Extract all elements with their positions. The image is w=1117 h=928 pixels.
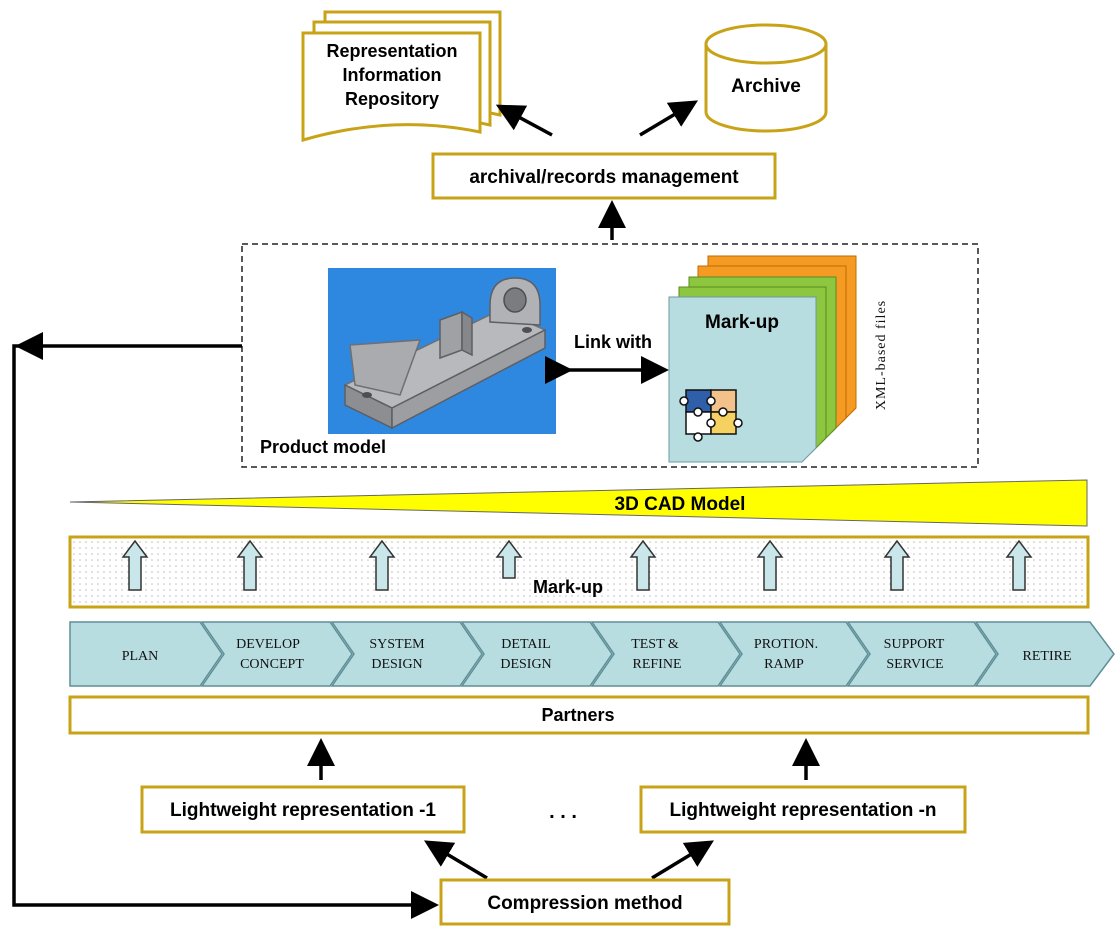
stage-protion-ramp: PROTION. RAMP bbox=[718, 621, 869, 687]
compression-method-box: Compression method bbox=[439, 878, 731, 926]
arrow-to-repository bbox=[495, 104, 553, 137]
up-arrow-icon bbox=[756, 539, 784, 591]
stage-retire: RETIRE bbox=[974, 621, 1115, 687]
arrow-to-archive bbox=[639, 100, 699, 137]
stage-label-line1: DEVELOP bbox=[236, 637, 300, 652]
stage-plan: PLAN bbox=[69, 621, 223, 687]
cad-model-wedge: 3D CAD Model bbox=[69, 479, 1088, 527]
stage-test-refine: TEST & REFINE bbox=[590, 621, 741, 687]
xml-files-label: XML-based files bbox=[874, 300, 889, 410]
feedback-loop bbox=[12, 332, 439, 919]
stage-label-line2: DESIGN bbox=[371, 657, 422, 672]
stage-detail-design: DETAIL DESIGN bbox=[460, 621, 613, 687]
product-model-image bbox=[328, 268, 556, 434]
lifecycle-stages: PLAN DEVELOP CONCEPT SYSTEM DESIGN DETAI… bbox=[69, 621, 1115, 687]
stage-label-line1: PLAN bbox=[122, 649, 159, 664]
up-arrow-icon bbox=[1005, 539, 1033, 591]
arrow-to-lwn bbox=[651, 840, 714, 880]
lightweight-last-label: Lightweight representation -n bbox=[669, 800, 936, 821]
archive-label: Archive bbox=[731, 76, 801, 97]
stage-label-line1: RETIRE bbox=[1023, 649, 1072, 664]
stage-label-line2: CONCEPT bbox=[240, 657, 304, 672]
stage-label-line1: SYSTEM bbox=[369, 637, 425, 652]
records-management-box: archival/records management bbox=[431, 152, 777, 200]
stage-label-line2: REFINE bbox=[633, 657, 682, 672]
up-arrow-icon bbox=[236, 539, 264, 591]
stage-label-line1: DETAIL bbox=[501, 637, 550, 652]
product-model-label: Product model bbox=[260, 437, 386, 457]
stage-label-line2: DESIGN bbox=[500, 657, 551, 672]
up-arrow-icon bbox=[368, 539, 396, 591]
lightweight-ellipsis: . . . bbox=[549, 801, 577, 823]
markup-document-stack: Mark-up bbox=[668, 255, 857, 463]
records-management-label: archival/records management bbox=[469, 167, 739, 188]
stage-label-line2: RAMP bbox=[764, 657, 804, 672]
repository-label-line1: Representation bbox=[326, 41, 457, 61]
archive-cylinder: Archive bbox=[704, 23, 828, 133]
compression-label: Compression method bbox=[487, 893, 682, 914]
lightweight-first-label: Lightweight representation -1 bbox=[170, 800, 436, 821]
cad-model-label: 3D CAD Model bbox=[615, 494, 746, 515]
partners-box: Partners bbox=[68, 695, 1090, 735]
partners-label: Partners bbox=[541, 705, 614, 725]
stage-system-design: SYSTEM DESIGN bbox=[330, 621, 483, 687]
representation-repository: Representation Information Repository bbox=[301, 10, 502, 143]
markup-doc-label: Mark-up bbox=[705, 312, 779, 333]
stage-support-service: SUPPORT SERVICE bbox=[846, 621, 997, 687]
markup-up-arrows bbox=[121, 539, 1033, 591]
puzzle-icon bbox=[679, 389, 743, 442]
repository-label-line2: Information bbox=[343, 65, 442, 85]
lightweight-representation-n: Lightweight representation -n bbox=[639, 785, 967, 834]
lightweight-representation-1: Lightweight representation -1 bbox=[140, 785, 466, 834]
stage-label-line1: SUPPORT bbox=[884, 637, 945, 652]
markup-band-label: Mark-up bbox=[533, 577, 603, 597]
up-arrow-icon bbox=[629, 539, 657, 591]
up-arrow-icon bbox=[121, 539, 149, 591]
stage-label-line2: SERVICE bbox=[886, 657, 943, 672]
stage-label-line1: PROTION. bbox=[754, 637, 818, 652]
arrow-to-lw1 bbox=[423, 840, 488, 880]
stage-label-line1: TEST & bbox=[631, 637, 679, 652]
markup-band: Mark-up bbox=[68, 535, 1090, 609]
repository-label-line3: Repository bbox=[345, 89, 439, 109]
up-arrow-icon bbox=[495, 539, 523, 579]
up-arrow-icon bbox=[883, 539, 911, 591]
link-with-label: Link with bbox=[574, 332, 652, 352]
stage-develop-concept: DEVELOP CONCEPT bbox=[200, 621, 353, 687]
